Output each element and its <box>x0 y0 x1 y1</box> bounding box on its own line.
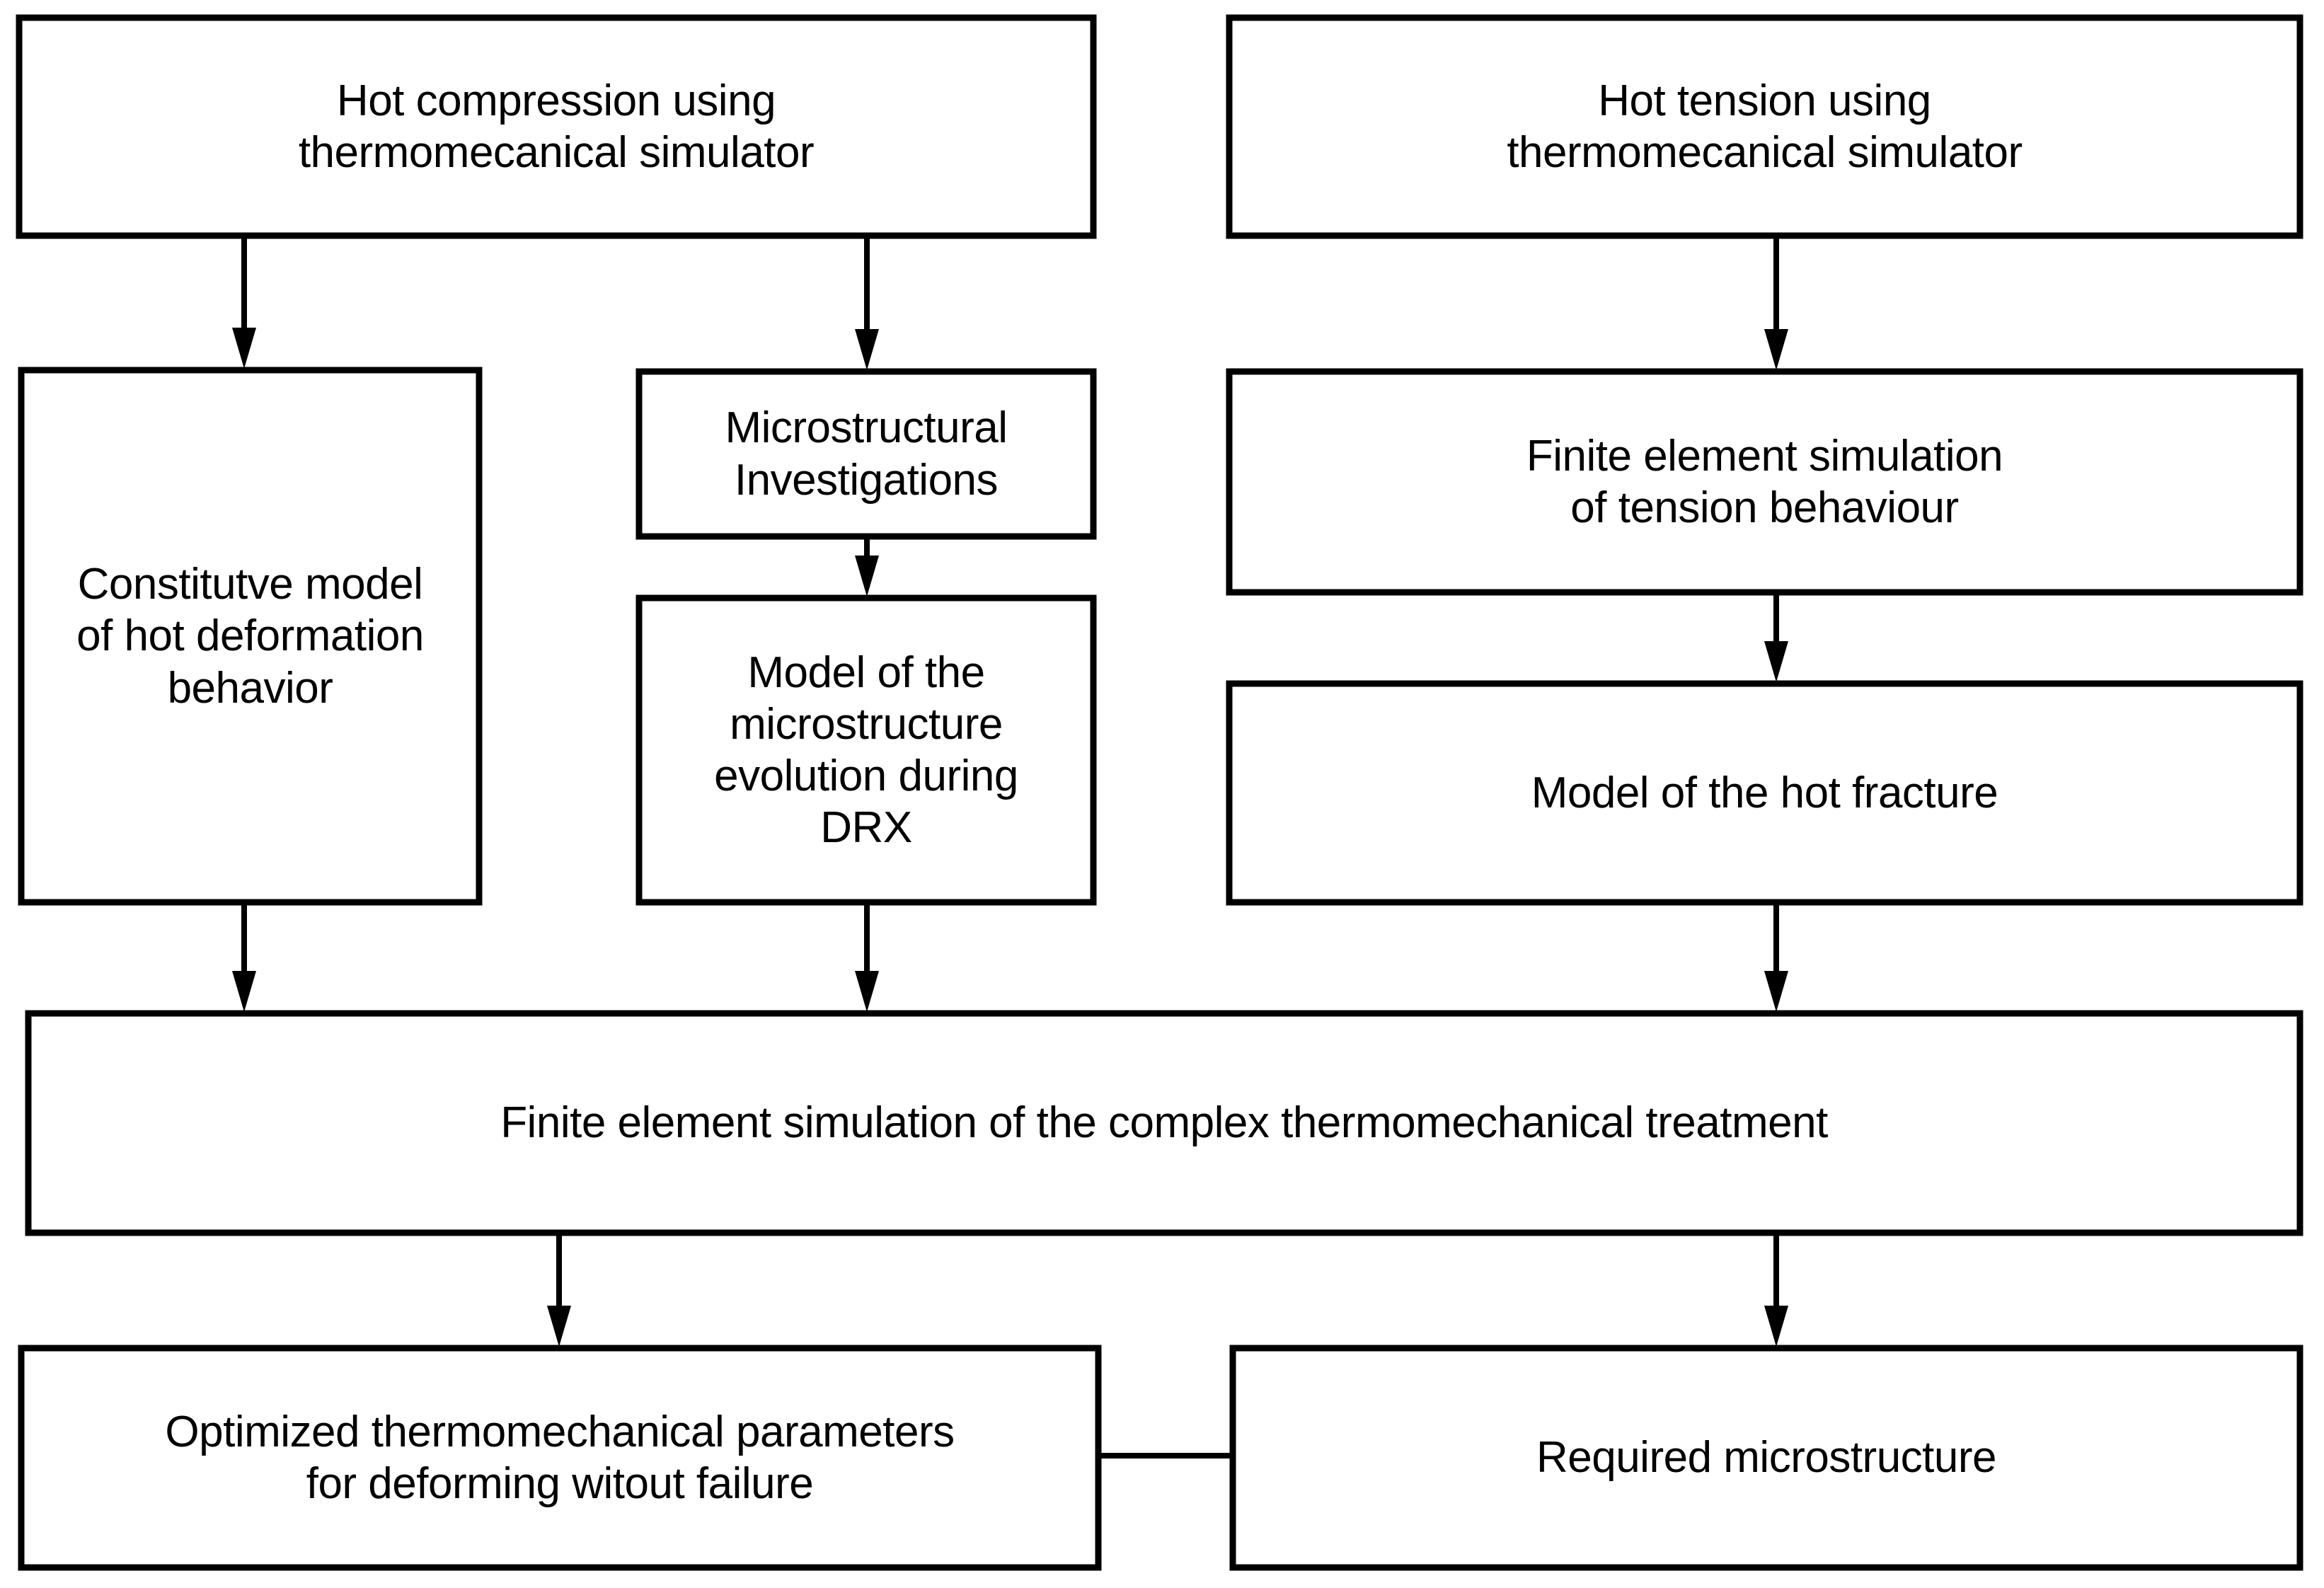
node-required-microstructure <box>1229 1345 2303 1571</box>
nodes-layer <box>16 14 2303 1571</box>
edge-fesim-to-fracture <box>1764 594 1788 682</box>
node-hot-compression <box>16 14 1097 239</box>
node-microstructural-investigations <box>635 368 1097 540</box>
node-optimized-parameters <box>18 1345 1102 1571</box>
edge-compression-to-microstructural <box>855 237 879 370</box>
node-fe-simulation-complex <box>25 1010 2303 1236</box>
edge-microstructural-to-model <box>855 538 879 597</box>
edge-complex-to-microstructure <box>1764 1234 1788 1347</box>
edge-compression-to-constitutive <box>232 237 256 369</box>
edge-complex-to-optimized <box>547 1234 571 1347</box>
edges-layer <box>232 237 1788 1458</box>
edge-tension-to-fesim <box>1764 237 1788 370</box>
node-hot-tension <box>1226 14 2303 239</box>
node-fe-simulation-tension <box>1226 368 2303 596</box>
node-model-microstructure-drx <box>635 594 1097 906</box>
edge-fracture-to-complex <box>1764 904 1788 1012</box>
node-model-hot-fracture <box>1226 680 2303 906</box>
edge-constitutive-to-complex <box>232 904 256 1012</box>
edge-drx-to-complex <box>855 904 879 1012</box>
node-constitutive-model <box>18 367 483 906</box>
